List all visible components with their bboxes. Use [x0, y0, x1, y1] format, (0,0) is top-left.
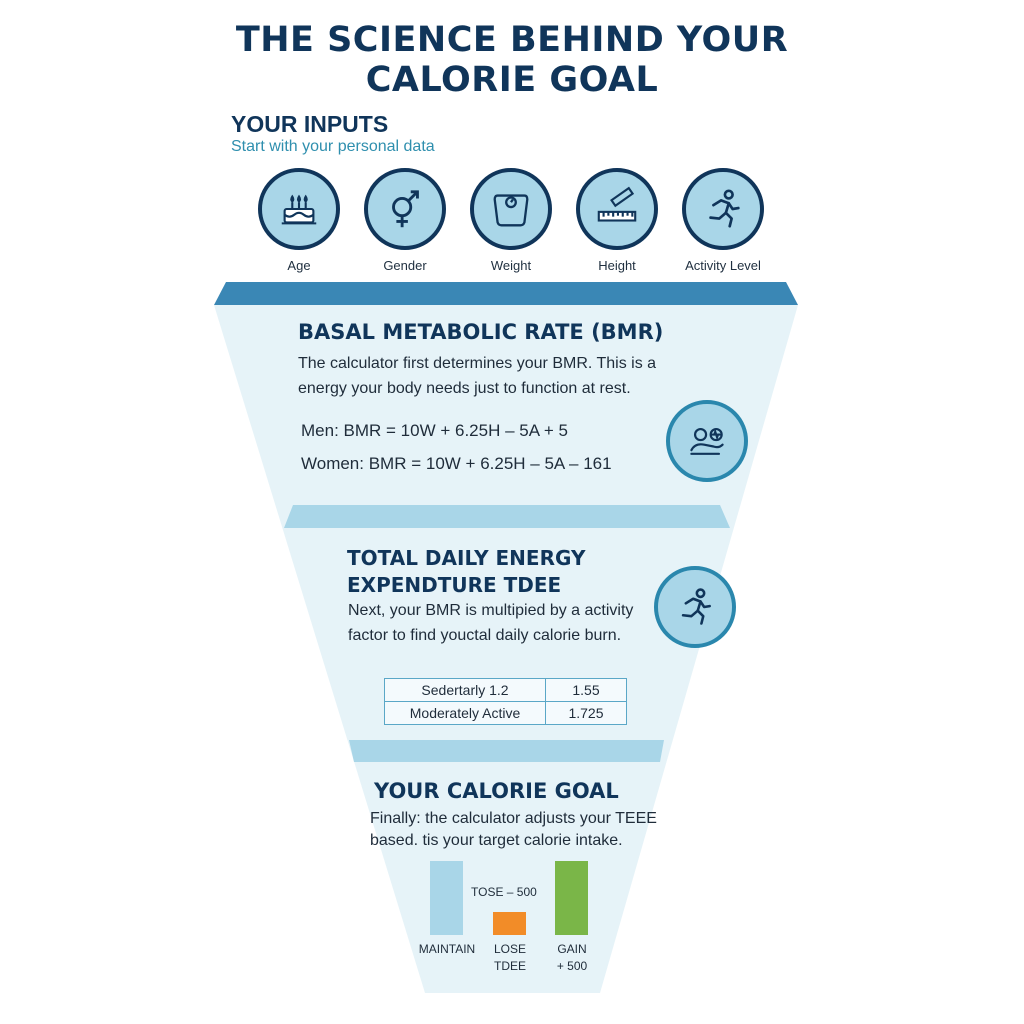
input-activity-level: Activity Level — [668, 168, 778, 273]
input-label-gender: Gender — [383, 258, 427, 273]
input-gender: Gender — [350, 168, 460, 273]
running-person-icon — [682, 168, 764, 250]
funnel-band-low — [349, 740, 664, 762]
input-height: Height — [562, 168, 672, 273]
goal-bar-label-line2: + 500 — [556, 959, 588, 973]
inputs-heading: YOUR INPUTS — [231, 111, 389, 137]
inputs-subheading: Start with your personal data — [231, 138, 435, 155]
table-cell: 1.725 — [545, 701, 627, 725]
input-label-age: Age — [287, 258, 311, 273]
goal-bar-maintain — [430, 861, 463, 935]
goal-bar-label-line1: GAIN — [557, 942, 587, 956]
goal-title: YOUR CALORIE GOAL — [374, 779, 619, 803]
funnel-shape — [214, 305, 798, 993]
activity-factor-table: Sedertarly 1.2 1.55 Moderately Active 1.… — [384, 678, 627, 725]
title-line-1: THE SCIENCE BEHIND YOUR — [235, 20, 789, 60]
table-row: Sedertarly 1.2 1.55 — [384, 678, 627, 702]
funnel-band-mid — [284, 505, 730, 528]
goal-bar-lose — [493, 912, 526, 935]
bmr-description: The calculator first determines your BMR… — [298, 355, 657, 397]
goal-bar-label: MAINTAIN — [407, 941, 487, 958]
input-label-height: Height — [598, 258, 636, 273]
ruler-icon — [576, 168, 658, 250]
input-weight: Weight — [456, 168, 566, 273]
goal-bar-gain — [555, 861, 588, 935]
bmr-formula-men: Men: BMR = 10W + 6.25H – 5A + 5 — [301, 421, 568, 440]
goal-bar-label-line1: LOSE — [493, 942, 526, 956]
input-label-activity-level: Activity Level — [685, 258, 761, 273]
tdee-description: Next, your BMR is multipied by a activit… — [348, 602, 634, 644]
title-line-2: CALORIE GOAL — [365, 60, 659, 100]
goal-chart-annotation: TOSE – 500 — [471, 885, 537, 899]
birthday-cake-icon — [258, 168, 340, 250]
page-title: THE SCIENCE BEHIND YOUR CALORIE GOAL — [0, 20, 1024, 100]
bmr-formula-women: Women: BMR = 10W + 6.25H – 5A – 161 — [301, 454, 612, 473]
scale-icon — [470, 168, 552, 250]
funnel-band-top — [214, 282, 798, 305]
table-row: Moderately Active 1.725 — [384, 701, 627, 725]
table-cell: Sedertarly 1.2 — [384, 678, 546, 702]
bmr-title: BASAL METABOLIC RATE (BMR) — [298, 320, 664, 344]
table-cell: Moderately Active — [384, 701, 546, 725]
tdee-running-person-icon — [654, 566, 736, 648]
goal-bar-label-line1: MAINTAIN — [418, 942, 476, 956]
tdee-title: TOTAL DAILY ENERGY EXPENDTURE TDEE — [347, 546, 586, 597]
goal-bar-label-line2: TDEE — [493, 959, 526, 973]
resting-person-heartbeat-icon — [666, 400, 748, 482]
table-cell: 1.55 — [545, 678, 627, 702]
goal-description: Finally: the calculator adjusts your TEE… — [370, 810, 657, 849]
gender-symbol-icon — [364, 168, 446, 250]
goal-bar-label: LOSE TDEE — [470, 941, 550, 975]
goal-bar-label: GAIN + 500 — [532, 941, 612, 975]
input-age: Age — [244, 168, 354, 273]
input-label-weight: Weight — [490, 258, 532, 273]
